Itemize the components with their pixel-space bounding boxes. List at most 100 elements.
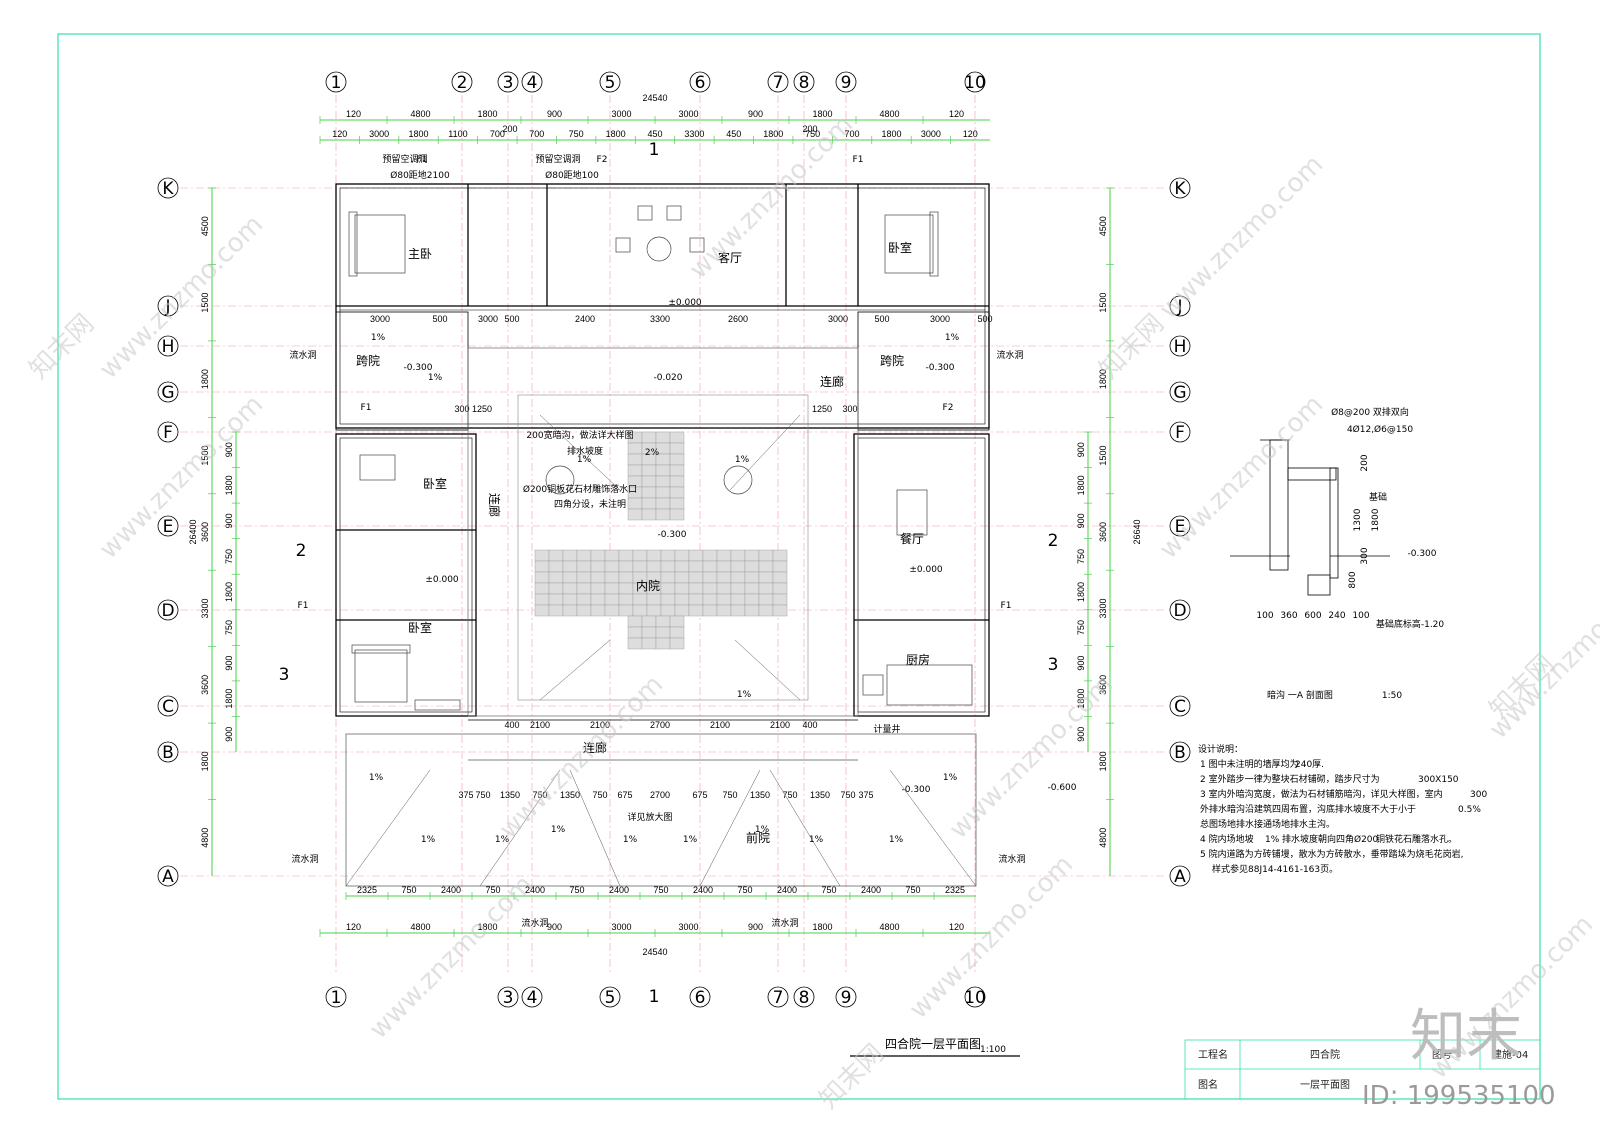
paving-tile <box>702 593 718 606</box>
dim-value: 1800 <box>881 129 901 139</box>
dim-value: 3600 <box>200 522 210 542</box>
room-label-bed_right_top: 卧室 <box>888 240 912 255</box>
drainage-slopes <box>345 414 977 887</box>
axis-label-right: G <box>1173 383 1186 403</box>
axis-bubble-top <box>964 71 986 93</box>
room-label-master: 主卧 <box>408 247 432 261</box>
inner-dim: 3000 <box>930 314 950 324</box>
section-dim_800: 800 <box>1348 571 1358 588</box>
dim-value: 4800 <box>410 922 430 932</box>
axis-label-top: 4 <box>527 73 538 93</box>
paving-tile <box>562 604 578 617</box>
inner-dim: 2600 <box>728 314 748 324</box>
axis-bubble-top <box>767 71 789 93</box>
axis-bubble-left <box>157 177 179 199</box>
paving-tile <box>772 593 788 606</box>
paving-tile <box>660 571 676 584</box>
room-label-dining: 餐厅 <box>900 531 924 546</box>
inner-dim: 400 <box>802 720 817 730</box>
paving-tile <box>669 464 685 477</box>
section-lev: -0.300 <box>1407 549 1436 559</box>
section-marker: 3 <box>279 665 290 685</box>
paving-tile <box>758 549 774 562</box>
axis-bubble-top <box>497 71 519 93</box>
note-n3b: 外排水暗沟沿建筑四周布置，沟底排水坡度不大于小于 <box>1200 803 1416 815</box>
paving-tile <box>627 442 643 455</box>
paving-tile <box>674 593 690 606</box>
dim-value: 750 <box>821 885 836 895</box>
dim-value: 750 <box>485 885 500 895</box>
axis-label-top: 9 <box>841 73 852 93</box>
dim-value: 750 <box>737 885 752 895</box>
paving-tile <box>660 560 676 573</box>
dim-value: 750 <box>1076 620 1086 635</box>
annotation-drain: 流水洞 <box>771 917 798 929</box>
dim-value: 3300 <box>684 129 704 139</box>
axis-bubble-bottom <box>689 986 711 1008</box>
axis-label-bottom: 9 <box>841 988 852 1008</box>
paving-tile <box>627 464 643 477</box>
axis-bubble-left <box>157 381 179 403</box>
paving-tile <box>702 604 718 617</box>
dim-value: 1800 <box>477 922 497 932</box>
annotation-f1: F1 <box>1001 601 1012 611</box>
room-label-living: 客厅 <box>718 250 742 265</box>
dim-value: 4500 <box>200 216 210 236</box>
total-depth-left: 26400 <box>188 519 198 544</box>
note-n4v: 1% <box>1265 835 1280 845</box>
paving-tile <box>716 582 732 595</box>
total-width-bottom: 24540 <box>642 947 667 957</box>
dim-value: 3600 <box>1098 522 1108 542</box>
axis-bubble-top <box>451 71 473 93</box>
inner-dim: 1350 <box>500 790 520 800</box>
axis-bubble-top <box>835 71 857 93</box>
paving-tile <box>641 475 657 488</box>
annotation-gate_note: 详见放大图 <box>627 811 672 823</box>
note-n3: 3 室内外暗沟宽度，做法为石材铺筋暗沟，详见大样图，室内 <box>1200 788 1443 800</box>
sheet-border <box>57 33 1541 1100</box>
paving-tile <box>641 615 657 628</box>
axis-label-left: H <box>162 337 175 357</box>
annotation-pipe1: Ø80距地2100 <box>390 169 450 181</box>
dim-value: 3000 <box>611 109 631 119</box>
paving-tile <box>590 604 606 617</box>
room-label-corridor-left: 连廊 <box>487 493 502 517</box>
paving-tile <box>688 571 704 584</box>
paving-tile <box>646 560 662 573</box>
axis-label-top: 1 <box>331 73 342 93</box>
axis-bubble-bottom <box>599 986 621 1008</box>
titleblock-no: 建施-04 <box>1492 1048 1528 1061</box>
dim-value: 900 <box>1076 442 1086 457</box>
dim-value: 120 <box>346 109 361 119</box>
axis-bubble-right <box>1169 695 1191 717</box>
annotation-f1: F1 <box>853 155 864 165</box>
note-n4b: 排水坡度朝向四角 <box>1282 833 1354 845</box>
inner-dim: 750 <box>475 790 490 800</box>
paving-tile <box>562 593 578 606</box>
dim-value: 1800 <box>1076 582 1086 602</box>
paving-tile <box>716 560 732 573</box>
axis-label-top: 8 <box>799 73 810 93</box>
axis-label-right: J <box>1176 297 1182 317</box>
dim-value: 3000 <box>369 129 389 139</box>
inner-dim: 750 <box>722 790 737 800</box>
axis-label-bottom: 1 <box>331 988 342 1008</box>
section-detail <box>1230 439 1390 596</box>
watermark-site: www.znzmo.com <box>1154 150 1329 325</box>
annotation-slope: 1% <box>371 333 386 343</box>
note-n1: 1 图中未注明的墙厚均为 <box>1200 758 1299 770</box>
section-bottom-dim: 100 <box>1256 611 1273 621</box>
axis-label-top: 5 <box>605 73 616 93</box>
dim-value: 900 <box>547 922 562 932</box>
axis-label-right: K <box>1174 179 1186 199</box>
axis-bubble-bottom <box>793 986 815 1008</box>
paving-tile <box>688 604 704 617</box>
annotation-drain: 流水洞 <box>291 853 318 865</box>
paving-tile <box>702 549 718 562</box>
paving-tile <box>590 549 606 562</box>
axis-bubble-left <box>157 741 179 763</box>
room-label-inner_court: 内院 <box>636 579 660 593</box>
total-width-top: 24540 <box>642 93 667 103</box>
section-marker: 1 <box>649 140 660 160</box>
axis-label-top: 10 <box>964 73 986 93</box>
